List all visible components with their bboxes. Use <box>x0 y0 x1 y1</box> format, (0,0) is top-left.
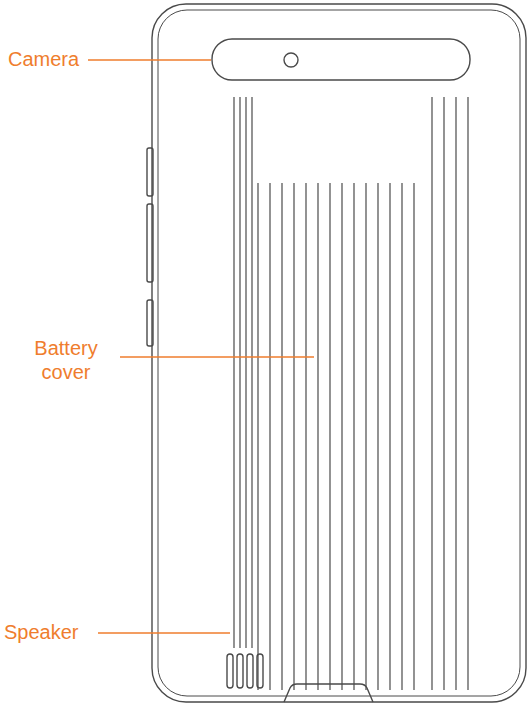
camera-module <box>212 39 470 80</box>
phone-body <box>152 4 526 702</box>
groove-line <box>455 97 456 690</box>
groove-line <box>305 183 306 690</box>
groove-line <box>341 183 342 690</box>
phone-inner-edge <box>158 10 520 696</box>
side-button <box>147 300 153 346</box>
part-label: Speaker <box>4 620 96 644</box>
groove-line <box>377 183 378 690</box>
leader-line <box>98 632 230 633</box>
groove-line <box>413 183 414 690</box>
groove-line <box>401 183 402 690</box>
side-button <box>147 148 153 196</box>
groove-line <box>431 97 432 690</box>
groove-line <box>257 183 258 690</box>
groove-lines <box>234 97 468 690</box>
groove-line <box>317 183 318 690</box>
part-label: Battery cover <box>14 336 118 384</box>
side-button <box>147 204 153 282</box>
groove-line <box>467 97 468 690</box>
groove-line <box>365 183 366 690</box>
groove-line <box>353 183 354 690</box>
groove-line <box>389 183 390 690</box>
groove-line <box>329 183 330 690</box>
leader-line <box>88 59 211 60</box>
groove-line <box>251 97 252 648</box>
groove-line <box>239 97 240 648</box>
groove-line <box>443 97 444 690</box>
groove-line <box>269 183 270 690</box>
groove-line <box>293 183 294 690</box>
leader-line <box>120 356 314 357</box>
camera-lens <box>284 53 298 67</box>
part-label: Camera <box>8 47 86 71</box>
groove-line <box>281 183 282 690</box>
groove-line <box>233 97 234 648</box>
groove-line <box>245 97 246 648</box>
bottom-notch <box>284 684 373 702</box>
